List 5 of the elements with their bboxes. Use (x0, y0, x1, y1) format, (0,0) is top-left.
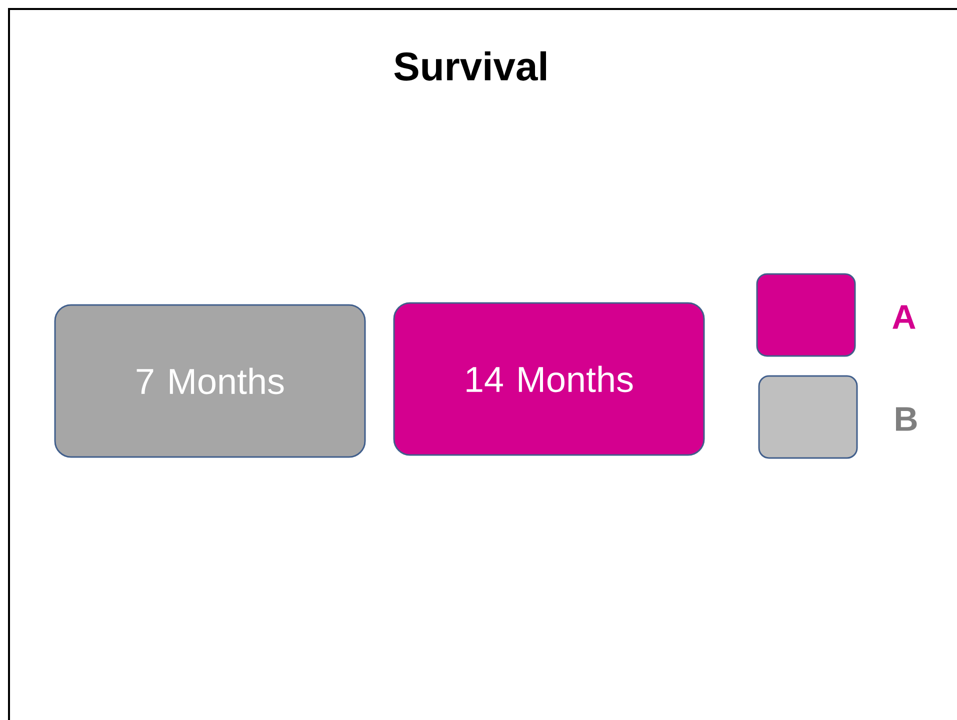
legend-label: B (896, 407, 917, 431)
value-box: 7 Months (54, 304, 366, 458)
legend-label: A (892, 305, 916, 329)
title: Survival (394, 51, 546, 81)
value-box: 14 Months (393, 302, 705, 456)
